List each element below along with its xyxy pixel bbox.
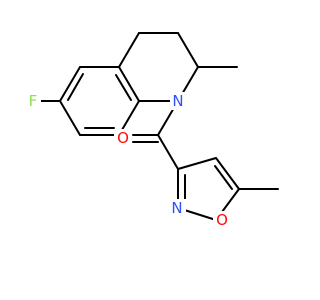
structure-canvas: F N O N O bbox=[28, 32, 279, 229]
bond-c4a-c8a-inner bbox=[115, 74, 132, 101]
bond-carbonyl-c3isox bbox=[157, 134, 179, 170]
atom-label-isoxazole-nitrogen: N bbox=[171, 199, 182, 217]
bond-c6-c5 bbox=[59, 66, 81, 102]
atom-label-carbonyl-oxygen: O bbox=[117, 129, 129, 147]
bond-c7-c6 bbox=[59, 100, 81, 136]
bond-c4a-c4 bbox=[118, 32, 140, 68]
bond-c4a-c8a bbox=[118, 66, 140, 102]
bond-c6-c5-inner bbox=[67, 73, 84, 101]
atom-label-amide-nitrogen: N bbox=[172, 92, 183, 110]
molecule-diagram: F N O N O bbox=[28, 32, 279, 229]
bond-c4isox-c5isox-inner bbox=[214, 165, 233, 190]
bond-c3-c2 bbox=[177, 32, 199, 68]
atom-label-isoxazole-oxygen: O bbox=[216, 211, 228, 229]
bond-c4isox-c5isox bbox=[215, 157, 240, 190]
atom-label-fluorine: F bbox=[29, 92, 38, 110]
bond-c3isox-c4isox bbox=[177, 157, 217, 170]
